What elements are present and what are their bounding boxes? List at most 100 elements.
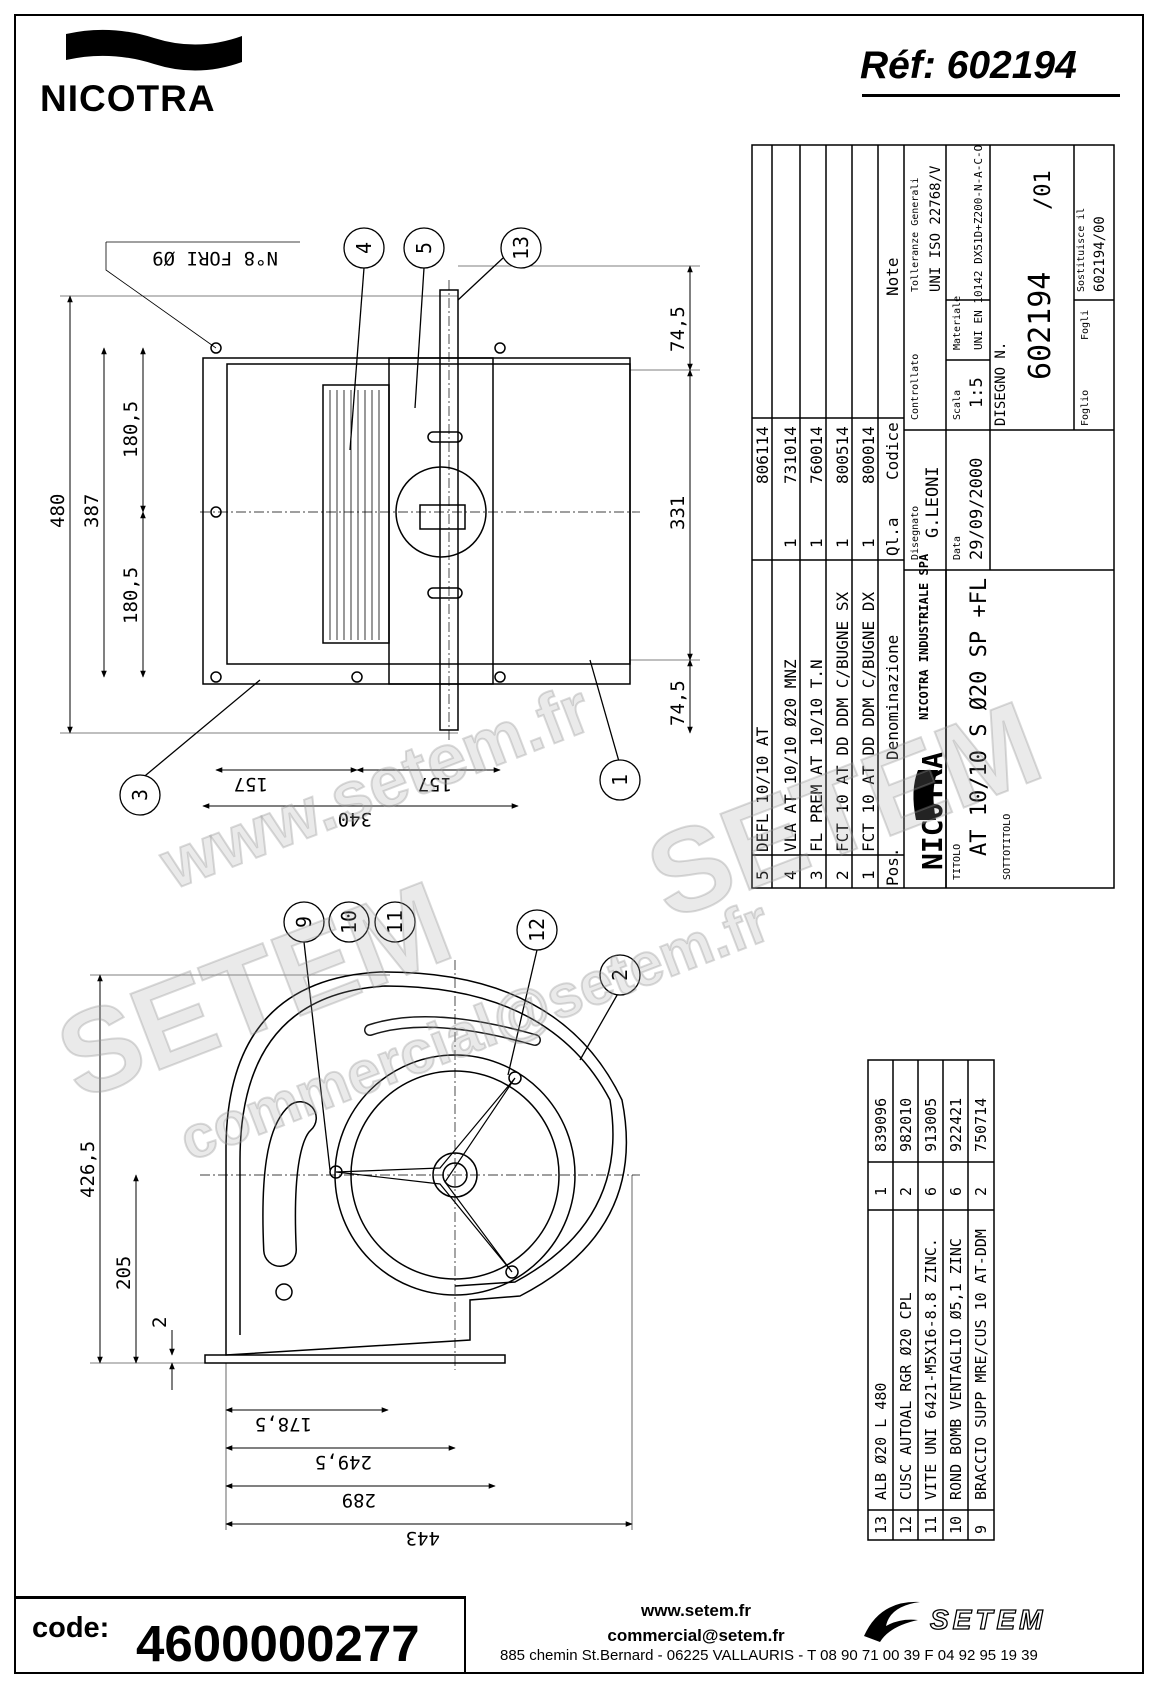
svg-text:913005: 913005 <box>922 1098 940 1152</box>
svg-text:5: 5 <box>753 870 772 880</box>
svg-text:DISEGNO N.: DISEGNO N. <box>993 342 1009 426</box>
drawing-frame <box>14 14 1144 1674</box>
svg-text:3: 3 <box>807 870 826 880</box>
svg-text:Foglio: Foglio <box>1080 390 1091 426</box>
svg-text:G.LEONI: G.LEONI <box>923 466 943 538</box>
svg-text:1: 1 <box>872 1187 890 1196</box>
svg-text:1: 1 <box>859 538 878 548</box>
top-view-dims <box>60 241 700 809</box>
dim-205: 205 <box>113 1256 135 1290</box>
svg-text:750714: 750714 <box>972 1098 990 1152</box>
svg-text:29/09/2000: 29/09/2000 <box>967 458 987 560</box>
side-view <box>200 960 640 1370</box>
dim-157-left: 157 <box>234 773 268 795</box>
top-view-callouts <box>119 227 641 816</box>
svg-text:2: 2 <box>897 1187 915 1196</box>
svg-text:1: 1 <box>781 538 800 548</box>
bearing-block <box>419 504 466 530</box>
svg-text:6: 6 <box>922 1187 940 1196</box>
svg-text:806114: 806114 <box>753 426 772 484</box>
dim-74-5-bottom: 74,5 <box>667 680 689 726</box>
svg-text:9: 9 <box>292 916 316 928</box>
svg-text:839096: 839096 <box>872 1098 890 1152</box>
callout-4 <box>343 227 385 269</box>
dim-480: 480 <box>47 494 69 528</box>
side-plate <box>388 357 494 685</box>
svg-text:1:5: 1:5 <box>967 377 987 408</box>
svg-text:FCT 10 AT DD DDM C/BUGNE DX: FCT 10 AT DD DDM C/BUGNE DX <box>859 592 878 852</box>
dim-178-5: 178,5 <box>255 1413 312 1435</box>
slot-bottom <box>427 587 463 599</box>
side-view-dim-text: 426,5 205 2 178,5 249,5 289 443 <box>77 1141 440 1549</box>
svg-text:2: 2 <box>972 1187 990 1196</box>
svg-text:UNI ISO 22768/V: UNI ISO 22768/V <box>928 165 944 292</box>
scroll-housing <box>225 971 628 1356</box>
callout-9 <box>283 901 325 943</box>
svg-text:4: 4 <box>352 242 376 254</box>
dim-340: 340 <box>338 808 372 830</box>
svg-text:FL PREM AT 10/10 T.N: FL PREM AT 10/10 T.N <box>807 659 826 852</box>
svg-text:CUSC AUTOAL RGR Ø20 CPL: CUSC AUTOAL RGR Ø20 CPL <box>897 1292 915 1500</box>
side-view-dims <box>90 974 633 1530</box>
holes-note: N°8 FORI Ø9 <box>152 247 278 269</box>
svg-text:731014: 731014 <box>781 426 800 484</box>
upper-bom-grid <box>751 144 1115 889</box>
svg-text:Codice: Codice <box>883 422 902 480</box>
callout-12 <box>516 909 558 951</box>
svg-text:11: 11 <box>922 1516 940 1534</box>
svg-text:UNI EN 10142 DX51D+Z200-N-A-C-: UNI EN 10142 DX51D+Z200-N-A-C-O <box>972 145 985 350</box>
callout-5 <box>403 227 445 269</box>
base-foot <box>204 1354 506 1364</box>
reference-underline <box>862 94 1120 97</box>
setem-swoosh-icon <box>864 1601 920 1642</box>
svg-text:VLA AT 10/10 Ø20 MNZ: VLA AT 10/10 Ø20 MNZ <box>781 659 800 852</box>
website-link[interactable]: www.setem.fr <box>641 1601 751 1620</box>
dim-180-5-top: 180,5 <box>120 401 142 458</box>
dim-180-5-bottom: 180,5 <box>120 567 142 624</box>
svg-text:Materiale: Materiale <box>952 296 963 350</box>
svg-text:Denominazione: Denominazione <box>883 635 902 760</box>
dim-289: 289 <box>342 1489 376 1511</box>
setem-wordmark: SETEM <box>929 1603 1047 1635</box>
scroll-inner <box>239 985 614 1335</box>
callout-2 <box>599 954 641 996</box>
svg-text:Ql.a: Ql.a <box>883 517 902 556</box>
svg-text:12: 12 <box>897 1516 915 1534</box>
svg-text:760014: 760014 <box>807 426 826 484</box>
email-link[interactable]: commercial@setem.fr <box>607 1626 785 1645</box>
svg-text:4: 4 <box>781 870 800 880</box>
dim-443: 443 <box>406 1527 440 1549</box>
svg-text:SOTTOTITOLO: SOTTOTITOLO <box>1002 814 1013 880</box>
title-block-text: Disegnato G.LEONI Controllato Tolleranze… <box>910 145 1108 880</box>
callout-1 <box>599 759 641 801</box>
bearing-circle <box>395 466 487 558</box>
svg-text:602194/00: 602194/00 <box>1092 216 1108 292</box>
setem-logo <box>860 1596 1120 1646</box>
slot-top <box>427 431 463 443</box>
svg-text:Fogli: Fogli <box>1080 310 1091 340</box>
svg-text:800514: 800514 <box>833 426 852 484</box>
svg-text:602194: 602194 <box>1023 272 1058 380</box>
nicotra-wave-icon <box>66 29 242 71</box>
lower-bom-grid <box>867 1059 995 1541</box>
svg-text:800014: 800014 <box>859 426 878 484</box>
callout-11 <box>374 901 416 943</box>
svg-text:13: 13 <box>509 236 533 260</box>
housing-inner <box>226 363 631 665</box>
svg-text:Controllato: Controllato <box>910 354 921 420</box>
svg-text:Pos.: Pos. <box>883 847 902 886</box>
svg-text:BRACCIO SUPP MRE/CUS 10 AT-DDM: BRACCIO SUPP MRE/CUS 10 AT-DDM <box>972 1229 990 1500</box>
brand-name: NICOTRA <box>40 78 216 119</box>
svg-text:13: 13 <box>872 1516 890 1534</box>
contact-block: www.setem.fr commercial@setem.fr <box>486 1598 906 1648</box>
svg-text:1: 1 <box>608 774 632 786</box>
svg-text:TITOLO: TITOLO <box>952 844 963 880</box>
svg-text:Data: Data <box>952 536 963 560</box>
svg-text:11: 11 <box>383 910 407 934</box>
svg-text:982010: 982010 <box>897 1098 915 1152</box>
title-block-nicotra: NICOTRA NICOTRA INDUSTRIALE SPA <box>913 553 949 870</box>
svg-text:1: 1 <box>859 870 878 880</box>
top-view-callout-text: 4 5 13 3 1 <box>128 236 632 801</box>
impeller <box>322 384 390 644</box>
